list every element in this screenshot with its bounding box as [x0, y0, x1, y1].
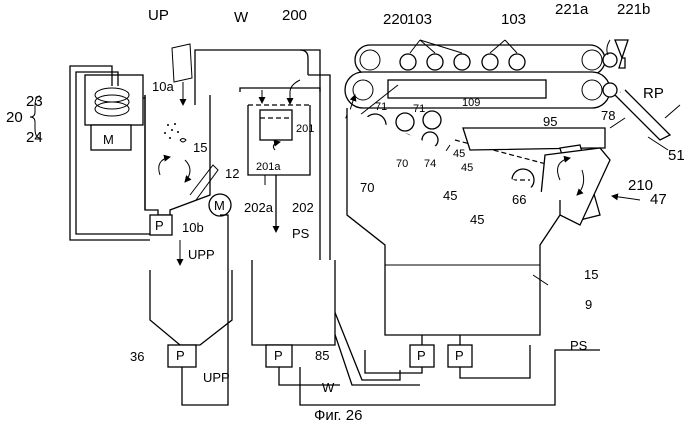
label-24: 24 — [26, 129, 43, 146]
label-95: 95 — [543, 114, 557, 129]
label-71b: 71 — [413, 103, 425, 115]
label-rp: RP — [643, 85, 664, 102]
label-51: 51 — [668, 147, 685, 164]
label-45d: 45 — [470, 212, 484, 227]
knife-221b — [615, 40, 628, 68]
label-45a: 45 — [453, 148, 465, 160]
label-36: 36 — [130, 349, 144, 364]
label-45c: 45 — [443, 188, 457, 203]
label-p-85: P — [274, 348, 283, 363]
pump-unit-20 — [30, 75, 143, 150]
label-10a: 10a — [152, 79, 174, 94]
label-p-9a: P — [417, 348, 426, 363]
tank-85 — [252, 260, 340, 385]
label-45b: 45 — [461, 162, 473, 174]
label-23: 23 — [26, 93, 43, 110]
label-p-9b: P — [455, 348, 464, 363]
label-10b: 10b — [182, 220, 204, 235]
label-103a: 103 — [407, 11, 432, 28]
label-m-left: M — [103, 132, 114, 147]
label-12: 12 — [225, 166, 239, 181]
box-109 — [388, 80, 546, 98]
felt-loop-220 — [345, 40, 617, 108]
label-up: UP — [148, 7, 169, 24]
label-71a: 71 — [375, 101, 387, 113]
label-m-motor: M — [214, 198, 225, 213]
label-78: 78 — [601, 108, 615, 123]
label-20: 20 — [6, 109, 23, 126]
label-p-36: P — [176, 348, 185, 363]
label-85: 85 — [315, 348, 329, 363]
vat-9 — [300, 108, 600, 405]
label-ps-mid: PS — [292, 226, 310, 241]
label-70b: 70 — [396, 158, 408, 170]
label-109: 109 — [462, 97, 480, 109]
label-221b: 221b — [617, 1, 650, 18]
label-201: 201 — [296, 123, 314, 135]
label-ps-right: PS — [570, 338, 588, 353]
label-w-top: W — [234, 9, 249, 26]
label-9: 9 — [585, 297, 592, 312]
label-70a: 70 — [360, 180, 374, 195]
label-15b: 15 — [584, 267, 598, 282]
figure-caption: Фиг. 26 — [314, 407, 362, 424]
label-66: 66 — [512, 192, 526, 207]
label-202a: 202a — [244, 200, 274, 215]
label-47: 47 — [650, 191, 667, 208]
label-201a: 201a — [256, 161, 281, 173]
compressor-23-box — [85, 75, 143, 125]
label-200: 200 — [282, 7, 307, 24]
label-upp-top: UPP — [188, 247, 215, 262]
label-p-small: P — [155, 218, 164, 233]
label-upp-bottom: UPP — [203, 370, 230, 385]
box-201 — [260, 110, 292, 140]
label-15a: 15 — [193, 140, 207, 155]
felt-220 — [355, 45, 605, 75]
label-221a: 221a — [555, 1, 589, 18]
label-w-bottom: W — [322, 380, 335, 395]
label-103b: 103 — [501, 11, 526, 28]
label-220: 220 — [383, 11, 408, 28]
label-202: 202 — [292, 200, 314, 215]
label-74: 74 — [424, 158, 436, 170]
